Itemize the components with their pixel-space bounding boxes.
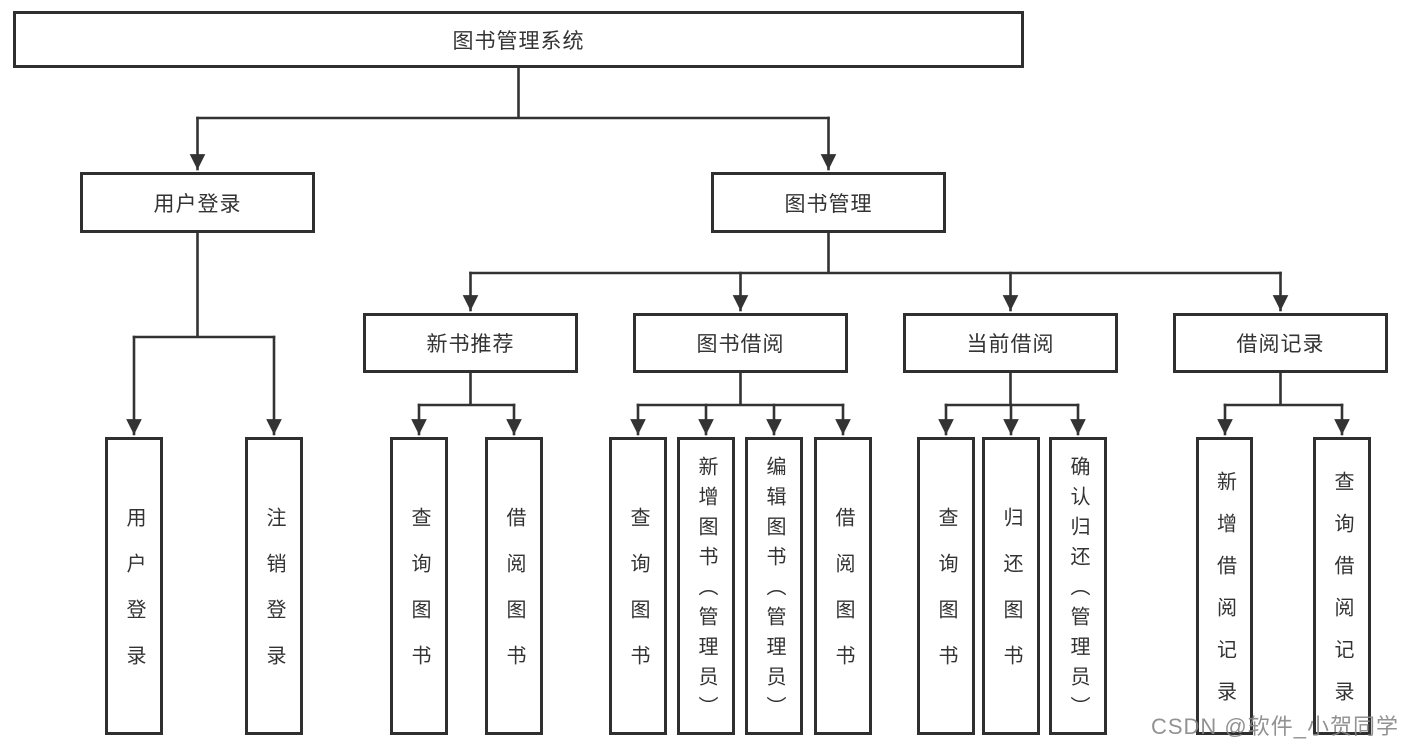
leaf-bb-query-books-label: 查询图书 [627, 507, 649, 691]
leaf-cb-return-books: 归还图书 [982, 437, 1040, 735]
leaf-nb-query-books: 查询图书 [390, 437, 448, 735]
leaf-cb-query-books: 查询图书 [917, 437, 975, 735]
leaf-cb-confirm-return-admin: 确认归还（管理员） [1049, 437, 1107, 735]
leaf-bb-query-books: 查询图书 [609, 437, 667, 735]
node-borrowing-records-label: 借阅记录 [1236, 333, 1325, 356]
node-root-label: 图书管理系统 [452, 29, 585, 53]
node-borrowing-records: 借阅记录 [1173, 313, 1388, 373]
leaf-bb-edit-books-admin: 编辑图书（管理员） [745, 437, 803, 735]
leaf-br-query-record-label: 查询借阅记录 [1331, 471, 1353, 723]
node-book-borrowing: 图书借阅 [633, 313, 848, 373]
leaf-logout-label: 注销登录 [263, 507, 285, 691]
leaf-br-add-record: 新增借阅记录 [1196, 437, 1253, 735]
leaf-br-add-record-label: 新增借阅记录 [1213, 471, 1236, 723]
node-root: 图书管理系统 [13, 11, 1024, 68]
leaf-cb-confirm-return-admin-label: 确认归还（管理员） [1067, 456, 1089, 726]
leaf-nb-query-books-label: 查询图书 [408, 507, 430, 691]
node-new-book-recommend-label: 新书推荐 [426, 333, 515, 356]
leaf-bb-add-books-admin-label: 新增图书（管理员） [695, 456, 717, 726]
leaf-bb-add-books-admin: 新增图书（管理员） [677, 437, 735, 735]
node-current-borrowing-label: 当前借阅 [966, 333, 1055, 356]
node-new-book-recommend: 新书推荐 [363, 313, 578, 373]
node-book-management: 图书管理 [711, 172, 946, 233]
leaf-nb-borrow-books: 借阅图书 [485, 437, 543, 735]
node-current-borrowing: 当前借阅 [903, 313, 1118, 373]
node-user-login-label: 用户登录 [153, 192, 242, 216]
leaf-bb-edit-books-admin-label: 编辑图书（管理员） [763, 456, 785, 726]
node-book-management-label: 图书管理 [784, 192, 873, 216]
leaf-nb-borrow-books-label: 借阅图书 [503, 507, 525, 691]
leaf-cb-return-books-label: 归还图书 [1000, 507, 1022, 691]
leaf-user-login-label: 用户登录 [123, 507, 145, 691]
node-book-borrowing-label: 图书借阅 [696, 333, 785, 356]
leaf-logout: 注销登录 [245, 437, 303, 735]
node-user-login: 用户登录 [80, 172, 315, 233]
leaf-bb-borrow-books: 借阅图书 [814, 437, 872, 735]
leaf-bb-borrow-books-label: 借阅图书 [832, 507, 854, 691]
leaf-cb-query-books-label: 查询图书 [935, 507, 957, 691]
leaf-br-query-record: 查询借阅记录 [1313, 437, 1371, 735]
leaf-user-login: 用户登录 [105, 437, 163, 735]
